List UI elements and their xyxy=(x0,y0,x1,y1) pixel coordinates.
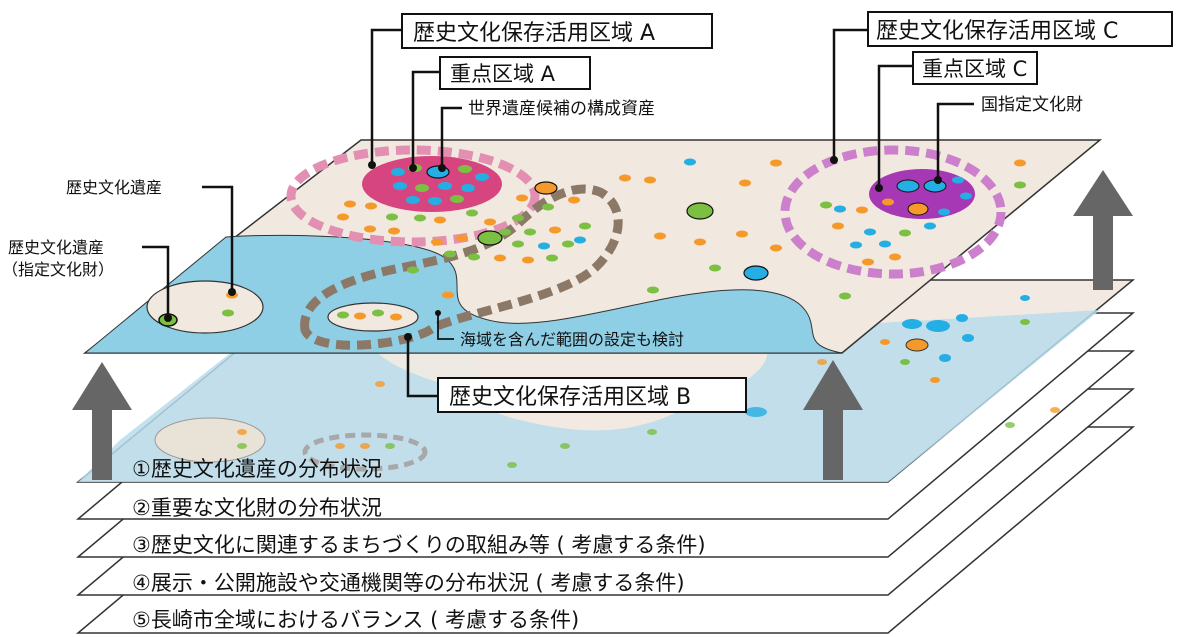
callout-zone-b: 歴史文化保存活用区域 B xyxy=(437,377,747,413)
heritage-designated-label: 歴史文化遺産 xyxy=(8,238,104,257)
svg-text:歴史文化保存活用区域 C: 歴史文化保存活用区域 C xyxy=(876,19,1118,44)
callout-zone-a: 歴史文化保存活用区域 A xyxy=(401,13,713,49)
layer-1-zone-b xyxy=(302,432,428,472)
up-arrow-right-icon xyxy=(1073,170,1133,290)
svg-text:歴史文化保存活用区域 A: 歴史文化保存活用区域 A xyxy=(413,21,655,46)
leader-dots xyxy=(164,156,942,341)
layer-1-label: ①歴史文化遺産の分布状況 xyxy=(132,457,382,481)
svg-text:重点区域 A: 重点区域 A xyxy=(450,62,556,86)
world-heritage-label: 世界遺産候補の構成資産 xyxy=(468,99,655,119)
zone-b-area xyxy=(300,184,623,350)
sea-area-note: 海域を含んだ範囲の設定も検討 xyxy=(460,330,684,349)
callout-priority-c: 重点区域 C xyxy=(912,51,1038,85)
national-property-label: 国指定文化財 xyxy=(981,95,1083,115)
heritage-dots xyxy=(158,158,1026,327)
heritage-label: 歴史文化遺産 xyxy=(66,178,162,197)
layer-1-right-dots xyxy=(880,295,1030,383)
heritage-designated-sublabel: （指定文化財） xyxy=(2,260,114,279)
priority-zone-c xyxy=(869,169,975,219)
svg-text:重点区域 C: 重点区域 C xyxy=(922,57,1027,81)
zone-b-core xyxy=(327,302,419,332)
callout-zone-c: 歴史文化保存活用区域 C xyxy=(867,11,1173,47)
svg-text:歴史文化保存活用区域 B: 歴史文化保存活用区域 B xyxy=(449,385,691,410)
layer-4-label: ④展示・公開施設や交通機関等の分布状況 ( 考慮する条件) xyxy=(132,571,685,595)
zone-a-area xyxy=(286,145,540,247)
layer-1-region xyxy=(154,417,266,463)
leader-lines xyxy=(142,28,974,398)
zone-c-area xyxy=(780,145,1006,279)
callout-priority-a: 重点区域 A xyxy=(439,56,591,90)
layer-5-label: ⑤長崎市全域におけるバランス ( 考慮する条件) xyxy=(132,608,579,632)
layer-3-label: ③歴史文化に関連するまちづくりの取組み等 ( 考慮する条件) xyxy=(132,533,706,557)
up-arrow-middle-icon xyxy=(803,360,863,480)
layer-2-label: ②重要な文化財の分布状況 xyxy=(132,496,382,520)
up-arrow-left-icon xyxy=(72,362,132,480)
